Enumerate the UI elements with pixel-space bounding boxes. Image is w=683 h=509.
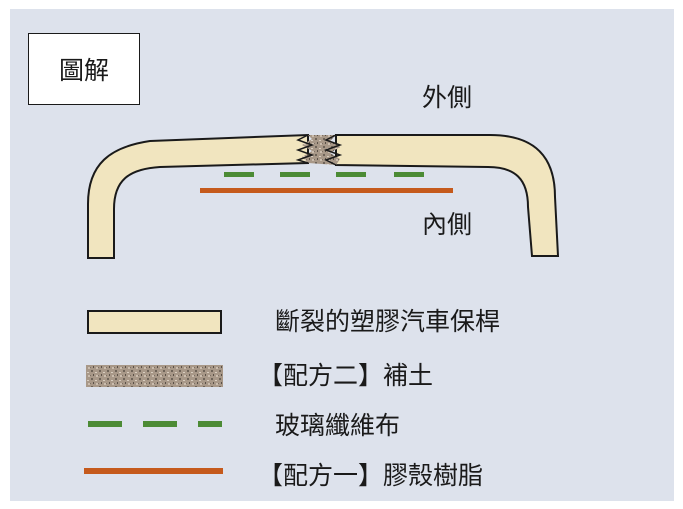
title-box: 圖解 bbox=[28, 33, 140, 105]
fiberglass-dash bbox=[224, 172, 254, 177]
bumper-repair-diagram bbox=[84, 133, 560, 474]
diagram-title: 圖解 bbox=[58, 56, 109, 85]
putty-filler bbox=[302, 135, 340, 165]
diagram-canvas: 圖解 外側 內側 斷裂的塑膠汽車保桿 【配方二】補土 玻璃纖維布 【配方一】膠殼… bbox=[10, 9, 674, 501]
fiberglass-dashed-line-icon bbox=[88, 421, 222, 427]
bumper-swatch-icon bbox=[87, 310, 222, 334]
legend-label-fiberglass: 玻璃纖維布 bbox=[275, 411, 401, 440]
resin-layer bbox=[200, 188, 453, 193]
fiberglass-dash bbox=[280, 172, 310, 177]
legend-label-putty: 【配方二】補土 bbox=[258, 361, 434, 390]
outer-side-label: 外側 bbox=[422, 83, 473, 112]
inner-side-label: 內側 bbox=[422, 210, 473, 239]
fiberglass-layer bbox=[224, 172, 424, 177]
bumper-right-piece bbox=[335, 134, 560, 257]
fiberglass-dash bbox=[336, 172, 366, 177]
crack-edge-left bbox=[295, 134, 315, 164]
fiberglass-dash bbox=[394, 172, 424, 177]
putty-swatch-icon bbox=[86, 365, 223, 387]
resin-line-icon bbox=[84, 468, 223, 474]
legend-label-bumper: 斷裂的塑膠汽車保桿 bbox=[275, 307, 501, 336]
legend-label-resin: 【配方一】膠殼樹脂 bbox=[258, 461, 484, 490]
crack-edge-right bbox=[323, 134, 343, 166]
bumper-left-piece bbox=[87, 133, 309, 259]
